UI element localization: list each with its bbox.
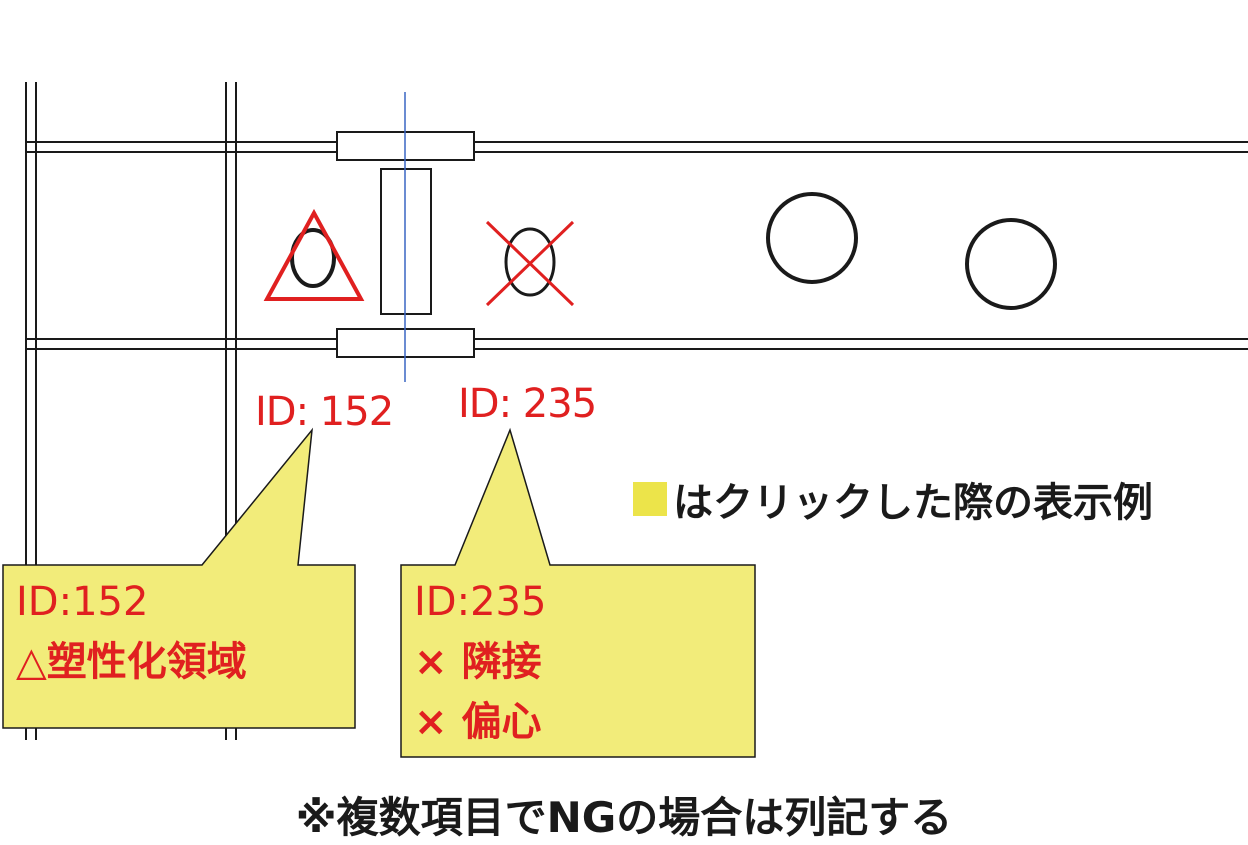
- legend: はクリックした際の表示例: [633, 474, 1153, 526]
- marker-id-label-235: ID: 235: [458, 381, 597, 427]
- beam-flange-lines: [26, 141, 1248, 350]
- callout-235-item-1: × 隣接: [414, 639, 542, 685]
- callout-235-item-2: × 偏心: [414, 699, 542, 745]
- opening-ok-2[interactable]: [965, 218, 1057, 310]
- opening-152[interactable]: [290, 228, 336, 288]
- legend-text: はクリックした際の表示例: [673, 480, 1153, 526]
- cross-icon: [485, 220, 575, 307]
- legend-swatch: [633, 482, 667, 516]
- web-splice-plate: [380, 168, 432, 315]
- opening-ok-1[interactable]: [766, 192, 858, 284]
- callout-152-item-1: △塑性化領域: [16, 639, 247, 685]
- triangle-icon: [263, 208, 365, 301]
- callout-235: ID:235 × 隣接 × 偏心: [414, 572, 546, 752]
- callout-152-id: ID:152: [16, 579, 149, 625]
- callout-235-id: ID:235: [414, 579, 547, 625]
- callout-152: ID:152 △塑性化領域: [16, 572, 247, 692]
- callout-235-shape: [400, 427, 756, 758]
- footnote: ※複数項目でNGの場合は列記する: [295, 793, 953, 842]
- callout-152-shape: [2, 427, 356, 729]
- opening-235[interactable]: [504, 227, 556, 297]
- marker-id-label-152: ID: 152: [255, 389, 394, 435]
